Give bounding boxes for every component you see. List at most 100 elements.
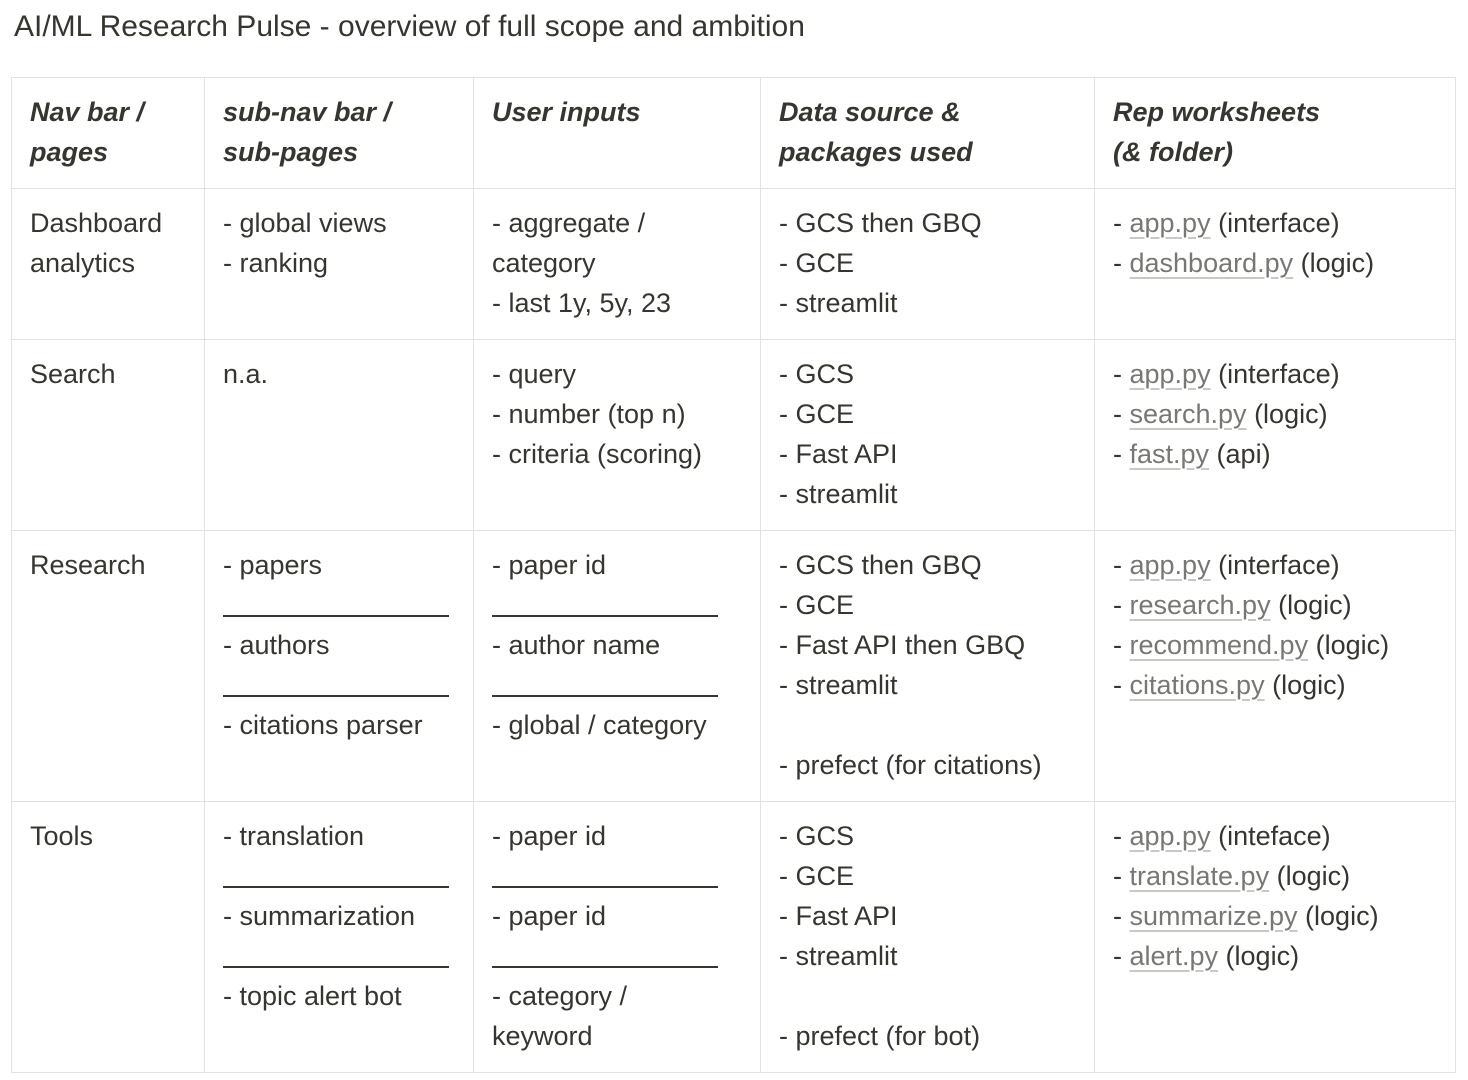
cell-text: - last 1y, 5y, 23 xyxy=(492,288,672,318)
cell-data-source: - GCS then GBQ - GCE - streamlit xyxy=(760,188,1095,340)
cell-text: - authors xyxy=(223,630,330,660)
cell-text: - GCS xyxy=(779,359,855,389)
file-entry: - recommend.py (logic) xyxy=(1113,630,1390,660)
cell-text: - GCE xyxy=(779,399,855,429)
separator-line xyxy=(223,936,455,976)
separator-line xyxy=(492,856,742,896)
separator-line xyxy=(492,585,742,625)
file-note: (inteface) xyxy=(1210,821,1331,851)
header-nav: Nav bar / pages xyxy=(11,77,205,189)
separator-line xyxy=(492,665,742,705)
file-link[interactable]: search.py xyxy=(1129,399,1247,429)
file-note: (interface) xyxy=(1210,208,1340,238)
cell-text: - Fast API xyxy=(779,439,898,469)
separator-line xyxy=(223,856,455,896)
file-link[interactable]: fast.py xyxy=(1129,439,1210,469)
file-entry: - search.py (logic) xyxy=(1113,399,1328,429)
file-entry: - citations.py (logic) xyxy=(1113,670,1346,700)
cell-text: - paper id xyxy=(492,901,607,931)
file-link[interactable]: app.py xyxy=(1129,359,1211,389)
table-row-research: Research - papers - authors - citations … xyxy=(11,530,1456,802)
header-rep-worksheets: Rep worksheets (& folder) xyxy=(1094,77,1456,189)
cell-text: - ranking xyxy=(223,248,329,278)
cell-text: keyword xyxy=(492,1021,593,1051)
cell-text: - query xyxy=(492,359,577,389)
cell-text: - Fast API xyxy=(779,901,898,931)
file-link[interactable]: translate.py xyxy=(1129,861,1270,891)
header-subnav: sub-nav bar / sub-pages xyxy=(204,77,474,189)
blank-line xyxy=(779,976,1076,1016)
header-text: packages used xyxy=(779,137,973,167)
file-entry: - translate.py (logic) xyxy=(1113,861,1351,891)
file-link[interactable]: app.py xyxy=(1129,550,1211,580)
cell-text: - Fast API then GBQ xyxy=(779,630,1026,660)
cell-text: - paper id xyxy=(492,550,607,580)
page-title: AI/ML Research Pulse - overview of full … xyxy=(14,10,805,43)
file-link[interactable]: app.py xyxy=(1129,208,1211,238)
file-link[interactable]: app.py xyxy=(1129,821,1211,851)
cell-text: - translation xyxy=(223,821,365,851)
header-text: Rep worksheets xyxy=(1113,97,1321,127)
file-entry: - research.py (logic) xyxy=(1113,590,1352,620)
cell-text: - author name xyxy=(492,630,661,660)
file-note: (logic) xyxy=(1308,630,1390,660)
cell-text: n.a. xyxy=(223,359,269,389)
cell-inputs: - query - number (top n) - criteria (sco… xyxy=(473,339,761,531)
cell-nav: Research xyxy=(11,530,205,802)
file-entry: - summarize.py (logic) xyxy=(1113,901,1379,931)
file-link[interactable]: dashboard.py xyxy=(1129,248,1294,278)
cell-text: Tools xyxy=(30,821,94,851)
cell-subnav: n.a. xyxy=(204,339,474,531)
file-note: (logic) xyxy=(1270,590,1352,620)
cell-text: - citations parser xyxy=(223,710,423,740)
cell-text: - aggregate / xyxy=(492,208,646,238)
cell-text: - streamlit xyxy=(779,288,898,318)
file-link[interactable]: summarize.py xyxy=(1129,901,1298,931)
cell-inputs: - aggregate / category - last 1y, 5y, 23 xyxy=(473,188,761,340)
file-note: (logic) xyxy=(1297,901,1379,931)
cell-text: category xyxy=(492,248,596,278)
cell-subnav: - papers - authors - citations parser xyxy=(204,530,474,802)
cell-rep-worksheets: - app.py (interface) - search.py (logic)… xyxy=(1094,339,1456,531)
blank-line xyxy=(779,705,1076,745)
file-entry: - alert.py (logic) xyxy=(1113,941,1300,971)
cell-data-source: - GCS then GBQ - GCE - Fast API then GBQ… xyxy=(760,530,1095,802)
file-link[interactable]: alert.py xyxy=(1129,941,1219,971)
cell-text: - paper id xyxy=(492,821,607,851)
separator-line xyxy=(492,936,742,976)
cell-rep-worksheets: - app.py (interface) - dashboard.py (log… xyxy=(1094,188,1456,340)
file-link[interactable]: research.py xyxy=(1129,590,1271,620)
file-entry: - app.py (inteface) xyxy=(1113,821,1331,851)
file-entry: - dashboard.py (logic) xyxy=(1113,248,1375,278)
cell-text: - streamlit xyxy=(779,479,898,509)
table-row-tools: Tools - translation - summarization - to… xyxy=(11,801,1456,1073)
header-text: Data source & xyxy=(779,97,961,127)
cell-nav: Dashboard analytics xyxy=(11,188,205,340)
cell-text: - GCE xyxy=(779,248,855,278)
file-link[interactable]: recommend.py xyxy=(1129,630,1309,660)
header-text: sub-pages xyxy=(223,137,359,167)
header-text: Nav bar / xyxy=(30,97,145,127)
cell-text: - global views xyxy=(223,208,387,238)
table-row-dashboard: Dashboard analytics - global views - ran… xyxy=(11,188,1456,340)
cell-rep-worksheets: - app.py (inteface) - translate.py (logi… xyxy=(1094,801,1456,1073)
cell-data-source: - GCS - GCE - Fast API - streamlit - pre… xyxy=(760,801,1095,1073)
file-link[interactable]: citations.py xyxy=(1129,670,1265,700)
cell-text: - category / xyxy=(492,981,628,1011)
file-entry: - app.py (interface) xyxy=(1113,359,1340,389)
header-text: User inputs xyxy=(492,97,641,127)
cell-text: - prefect (for bot) xyxy=(779,1021,981,1051)
cell-text: - GCE xyxy=(779,861,855,891)
cell-text: analytics xyxy=(30,248,136,278)
cell-inputs: - paper id - author name - global / cate… xyxy=(473,530,761,802)
cell-text: - prefect (for citations) xyxy=(779,750,1042,780)
separator-line xyxy=(223,585,455,625)
cell-text: - summarization xyxy=(223,901,416,931)
cell-text: - streamlit xyxy=(779,941,898,971)
file-note: (logic) xyxy=(1218,941,1300,971)
cell-nav: Search xyxy=(11,339,205,531)
cell-text: - GCS then GBQ xyxy=(779,208,982,238)
file-note: (api) xyxy=(1209,439,1271,469)
cell-text: - number (top n) xyxy=(492,399,686,429)
cell-text: - papers xyxy=(223,550,323,580)
